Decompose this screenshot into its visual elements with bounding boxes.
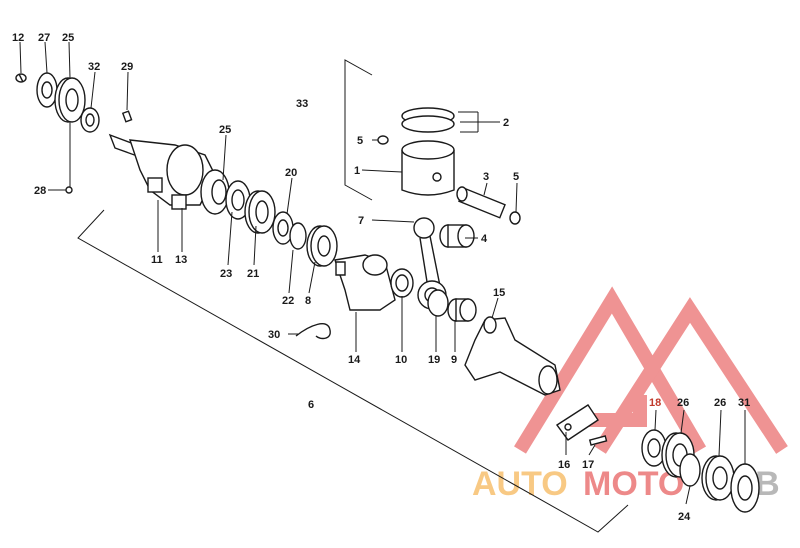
label-26b: 26 xyxy=(714,397,726,409)
bearing-part-21 xyxy=(244,190,276,234)
circlip-part-30 xyxy=(295,323,331,340)
collar-part-20 xyxy=(272,211,294,245)
label-26a: 26 xyxy=(677,397,689,409)
bearing-part-26-right xyxy=(701,455,735,501)
oil-seal-part-31 xyxy=(730,463,760,513)
label-30: 30 xyxy=(268,329,280,341)
svg-text:AUTO: AUTO xyxy=(472,465,568,503)
label-23: 23 xyxy=(220,268,232,280)
label-13: 13 xyxy=(175,254,187,266)
label-8: 8 xyxy=(305,295,311,307)
label-32: 32 xyxy=(88,61,100,73)
label-11: 11 xyxy=(151,254,163,266)
label-4: 4 xyxy=(481,233,488,245)
watermark-logo xyxy=(514,286,788,454)
center-crank-web-part-14 xyxy=(334,254,396,311)
label-14: 14 xyxy=(348,354,361,366)
label-28: 28 xyxy=(34,185,46,197)
clip-part-5-top xyxy=(377,135,389,145)
pin-part-28 xyxy=(65,186,73,194)
label-16: 16 xyxy=(558,459,570,471)
label-5a: 5 xyxy=(357,135,363,147)
label-27: 27 xyxy=(38,32,50,44)
label-24: 24 xyxy=(678,511,691,523)
label-21: 21 xyxy=(247,268,259,280)
label-33: 33 xyxy=(296,98,308,110)
group-bracket-33 xyxy=(344,59,373,201)
label-22: 22 xyxy=(282,295,294,307)
label-25a: 25 xyxy=(62,32,74,44)
label-12: 12 xyxy=(12,32,24,44)
label-31: 31 xyxy=(738,397,750,409)
label-1: 1 xyxy=(354,165,360,177)
piston-part-1 xyxy=(401,140,455,196)
label-15: 15 xyxy=(493,287,505,299)
bearing-part-25-mid xyxy=(200,169,230,215)
label-19: 19 xyxy=(428,354,440,366)
label-6: 6 xyxy=(308,399,314,411)
screw-part-12 xyxy=(15,73,27,83)
washer-part-23 xyxy=(225,180,251,220)
washer-part-10 xyxy=(390,268,414,298)
right-crank-part-15 xyxy=(464,316,561,396)
label-3: 3 xyxy=(483,171,489,183)
label-7: 7 xyxy=(358,215,364,227)
group-bracket-6 xyxy=(77,209,629,533)
label-17: 17 xyxy=(582,459,594,471)
bolt-part-17 xyxy=(588,435,608,446)
shim-part-32 xyxy=(80,107,100,133)
left-crank-half-part-11-13 xyxy=(108,133,216,210)
washer-part-24 xyxy=(679,453,701,487)
piston-pin-part-3 xyxy=(456,186,506,219)
plate-part-16 xyxy=(555,404,599,441)
spacer-part-22 xyxy=(289,222,307,250)
label-18: 18 xyxy=(649,397,661,409)
label-25b: 25 xyxy=(219,124,231,136)
label-29: 29 xyxy=(121,61,133,73)
label-10: 10 xyxy=(395,354,407,366)
parts xyxy=(15,72,760,513)
needle-bearing-part-9 xyxy=(447,298,477,322)
key-part-29 xyxy=(121,110,133,123)
part-labels: 12 27 25 32 29 28 11 13 25 23 21 20 22 8… xyxy=(12,32,750,523)
label-2: 2 xyxy=(503,117,509,129)
needle-bearing-part-4 xyxy=(439,224,475,248)
piston-rings-part-2 xyxy=(401,107,455,133)
label-20: 20 xyxy=(285,167,297,179)
washer-part-19 xyxy=(427,289,449,317)
bearing-part-25-left xyxy=(54,77,86,123)
clip-part-5-right xyxy=(509,211,521,225)
label-5b: 5 xyxy=(513,171,519,183)
oil-seal-part-27 xyxy=(36,72,58,108)
leader-lines xyxy=(19,41,746,505)
bearing-part-8 xyxy=(306,225,338,267)
label-9: 9 xyxy=(451,354,457,366)
